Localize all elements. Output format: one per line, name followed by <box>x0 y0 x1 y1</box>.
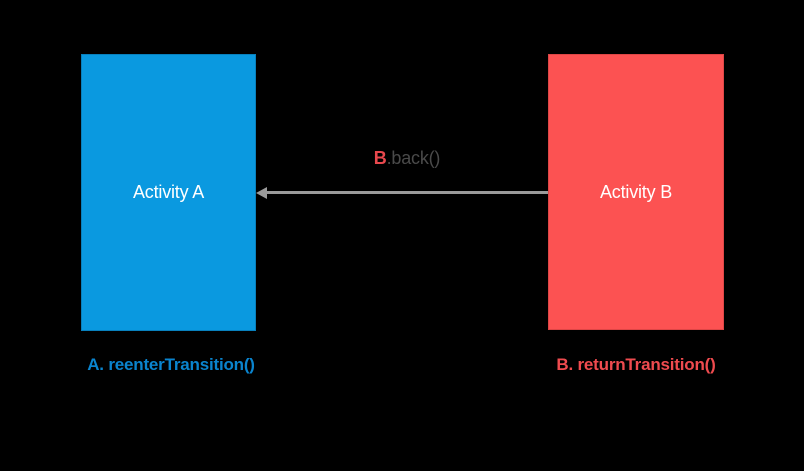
back-arrow-left-arrowhead-icon <box>256 187 267 199</box>
back-call-label-prefix: B <box>373 148 387 168</box>
activity-b-caption: B. returnTransition() <box>556 355 716 374</box>
activity-b-label: Activity B <box>599 181 672 202</box>
back-call-label: B.back() <box>266 148 548 169</box>
activity-a-caption: A. reenterTransition() <box>87 355 255 374</box>
back-call-label-method: .back() <box>386 148 441 168</box>
activity-a-box: Activity A <box>81 54 256 331</box>
back-arrow-line <box>266 191 548 194</box>
activity-a-label: Activity A <box>132 182 205 202</box>
activity-b-box: Activity B <box>548 54 724 330</box>
